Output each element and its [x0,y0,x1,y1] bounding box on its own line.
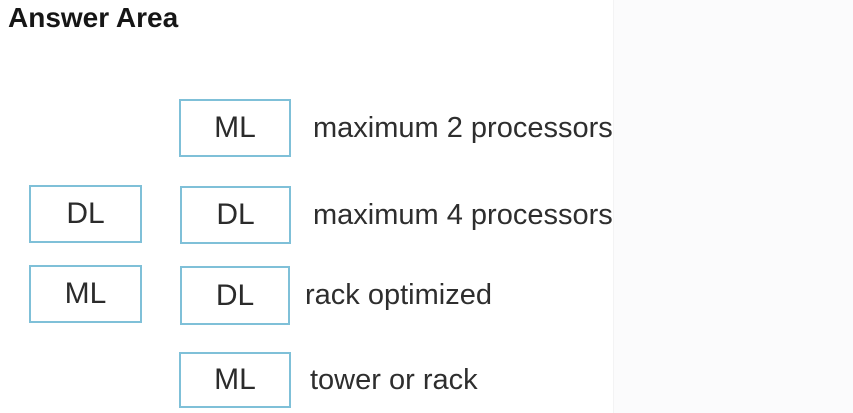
answer-box-value: ML [214,111,256,144]
answer-box-maximum-4-processors[interactable]: DL [180,186,291,244]
page-title: Answer Area [8,2,179,33]
row-label-maximum-2-processors: maximum 2 processors [313,111,613,144]
option-box-value: DL [66,197,105,230]
row-label-tower-or-rack: tower or rack [310,363,478,396]
row-label-maximum-4-processors: maximum 4 processors [313,198,613,231]
answer-box-value: ML [214,363,256,396]
panel-right-edge [613,0,853,413]
row-label-rack-optimized: rack optimized [305,279,492,311]
answer-box-tower-or-rack[interactable]: ML [179,352,291,408]
option-box-value: ML [64,277,107,310]
answer-box-value: DL [215,278,255,312]
option-box-ml[interactable]: ML [29,265,142,323]
option-box-dl[interactable]: DL [29,185,142,243]
answer-box-rack-optimized[interactable]: DL [180,266,290,325]
answer-box-maximum-2-processors[interactable]: ML [179,99,291,157]
answer-box-value: DL [216,198,255,231]
